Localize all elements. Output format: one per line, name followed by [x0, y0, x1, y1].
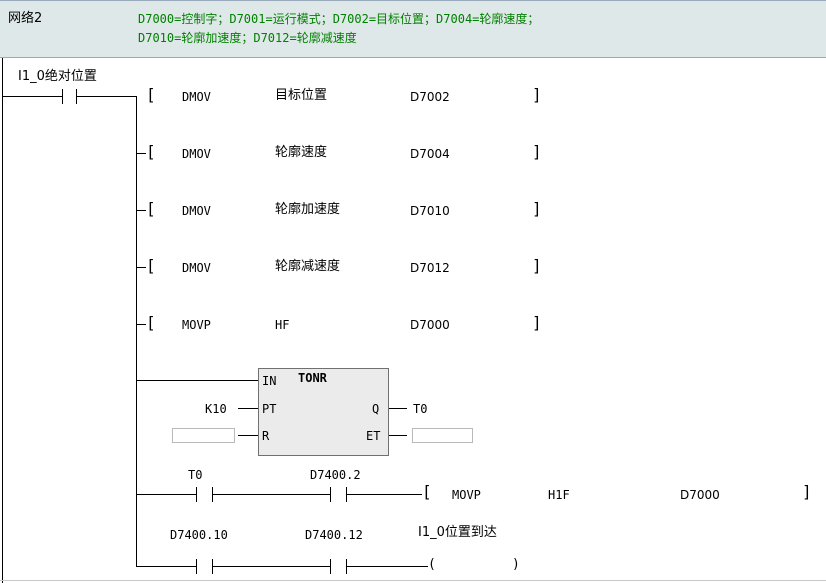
- bracket-open: [: [146, 256, 156, 275]
- instruction-src: H1F: [548, 488, 570, 502]
- instruction-dst: D7010: [410, 204, 450, 218]
- bracket-close: ]: [532, 256, 542, 275]
- contact-label-d7400-2[interactable]: D7400.2: [310, 468, 361, 482]
- instruction-src: 轮廓速度: [275, 145, 328, 160]
- network-comment-line1: D7000=控制字；D7001=运行模式；D7002=目标位置；D7004=轮廓…: [138, 12, 540, 26]
- instruction-dst: D7000: [410, 318, 450, 332]
- bracket-open: [: [146, 199, 156, 218]
- network-label: 网络2: [8, 11, 43, 26]
- timer-pin-et: ET: [366, 429, 381, 443]
- bracket-open: [: [146, 142, 156, 161]
- bracket-close: ]: [532, 313, 542, 332]
- timer-pin-in: IN: [262, 374, 277, 388]
- instruction-op: MOVP: [452, 488, 481, 502]
- contact-label-t0[interactable]: T0: [188, 468, 203, 482]
- instruction-op: DMOV: [182, 261, 211, 275]
- instruction-src: 目标位置: [275, 88, 328, 103]
- bracket-close: ]: [532, 142, 542, 161]
- timer-q-output[interactable]: T0: [413, 402, 428, 416]
- timer-block[interactable]: [258, 368, 389, 456]
- bracket-close: ]: [532, 199, 542, 218]
- bracket-open: [: [422, 482, 432, 501]
- instruction-op: DMOV: [182, 204, 211, 218]
- network-header[interactable]: [0, 0, 826, 58]
- timer-type: TONR: [298, 371, 327, 385]
- contact-label-d7400-10[interactable]: D7400.10: [170, 528, 228, 542]
- instruction-op: DMOV: [182, 147, 211, 161]
- instruction-src: 轮廓减速度: [275, 259, 341, 274]
- timer-pt-value[interactable]: K10: [205, 402, 227, 416]
- coil-label-position-reached[interactable]: I1_0位置到达: [418, 525, 497, 540]
- bracket-open: [: [146, 313, 156, 332]
- timer-pin-pt: PT: [262, 402, 277, 416]
- contact-label-absolute-position[interactable]: I1_0绝对位置: [18, 69, 97, 84]
- timer-pin-q: Q: [372, 402, 380, 416]
- timer-et-operand-field[interactable]: [412, 428, 473, 443]
- instruction-dst: D7012: [410, 261, 450, 275]
- network-comment-line2: D7010=轮廓加速度；D7012=轮廓减速度: [138, 31, 357, 45]
- coil-open: (: [428, 557, 436, 572]
- instruction-src: 轮廓加速度: [275, 202, 341, 217]
- instruction-dst: D7000: [680, 488, 720, 502]
- instruction-op: DMOV: [182, 90, 211, 104]
- timer-pin-r: R: [262, 429, 270, 443]
- bracket-close: ]: [532, 85, 542, 104]
- timer-r-operand-field[interactable]: [172, 428, 235, 443]
- instruction-src: HF: [275, 318, 290, 332]
- instruction-dst: D7002: [410, 90, 450, 104]
- bracket-close: ]: [802, 482, 812, 501]
- bracket-open: [: [146, 85, 156, 104]
- contact-label-d7400-12[interactable]: D7400.12: [305, 528, 363, 542]
- instruction-dst: D7004: [410, 147, 450, 161]
- instruction-op: MOVP: [182, 318, 211, 332]
- coil-close: ): [512, 557, 520, 572]
